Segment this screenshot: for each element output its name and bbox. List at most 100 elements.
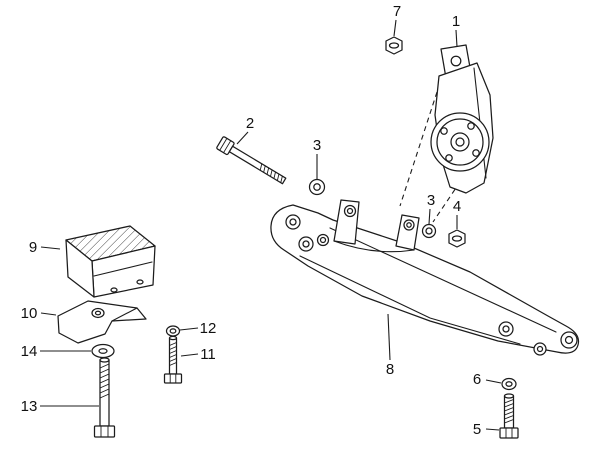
bolt-thread <box>266 167 270 175</box>
part-7-nut[interactable] <box>385 36 403 55</box>
bracket-plate-hole <box>94 310 102 316</box>
part-5-bolt[interactable] <box>499 393 519 439</box>
washer-inner <box>313 183 321 191</box>
bolt-head-facet <box>223 140 232 154</box>
mount-bolt-hole <box>467 122 475 130</box>
crossmember-hole <box>502 325 510 333</box>
bolt-thread <box>263 165 266 173</box>
leader-11 <box>180 353 199 357</box>
crossmember-hole <box>536 345 544 353</box>
bolt-thread <box>169 350 177 354</box>
part-10-bracket-plate[interactable] <box>57 300 147 344</box>
callout-1[interactable]: 1 <box>452 13 460 30</box>
mount-block-hole <box>136 279 144 285</box>
callout-5[interactable]: 5 <box>473 421 481 438</box>
part-6-washer[interactable] <box>501 377 517 391</box>
leader-lines <box>40 19 502 431</box>
nut-face <box>388 42 400 49</box>
mount-block-line <box>93 261 153 277</box>
washer-inner <box>425 227 433 235</box>
callout-10[interactable]: 10 <box>21 305 38 322</box>
leader-9 <box>40 246 61 250</box>
bolt-thread <box>99 383 110 389</box>
mount-bolt-hole <box>445 154 453 162</box>
callout-8[interactable]: 8 <box>386 361 394 378</box>
bolt-thread <box>276 173 280 182</box>
bolt-thread <box>504 411 514 416</box>
bolt-thread <box>504 415 514 420</box>
bolt-thread <box>99 378 110 384</box>
mount-ear-hole <box>450 55 462 67</box>
bolt-head <box>499 427 519 439</box>
callout-7[interactable]: 7 <box>393 3 401 20</box>
callout-9[interactable]: 9 <box>29 239 37 256</box>
bolt-head <box>93 425 116 438</box>
bolt-thread <box>259 163 263 171</box>
bolt-thread <box>504 399 514 404</box>
leader-1 <box>455 29 458 48</box>
crossmember-hole <box>302 240 310 248</box>
part-3-washer-a[interactable] <box>308 178 326 196</box>
bolt-head <box>163 373 183 384</box>
mount-bolt-hole <box>440 127 448 135</box>
leader-12 <box>179 327 199 331</box>
callout-6[interactable]: 6 <box>473 371 481 388</box>
leader-5 <box>485 428 500 431</box>
leader-2 <box>236 131 249 145</box>
part-12-washer[interactable] <box>165 325 181 337</box>
bolt-thread <box>169 358 177 362</box>
bolt-thread <box>99 393 110 399</box>
part-4-nut[interactable] <box>448 229 466 248</box>
crossmember-top-fold-line <box>329 227 557 333</box>
bolt-head-facet <box>219 137 228 151</box>
bolt-thread <box>169 362 177 366</box>
nut-face <box>451 235 463 242</box>
bolt-tip <box>503 393 515 399</box>
washer-inner <box>169 328 177 334</box>
bolt-thread <box>270 169 273 177</box>
part-13-long-bolt[interactable] <box>93 357 116 438</box>
part-8-crossmember[interactable] <box>270 199 580 356</box>
bolt-thread <box>504 419 514 424</box>
mount-block-side <box>65 239 95 298</box>
bolt-thread <box>99 373 110 379</box>
part-3-washer-b[interactable] <box>421 223 437 239</box>
part-14-washer-highlighted[interactable] <box>91 343 115 359</box>
bracket-tab-hole <box>346 207 354 215</box>
part-1-mount[interactable] <box>430 44 494 194</box>
bolt-thread <box>169 354 177 358</box>
part-2-hex-bolt[interactable] <box>216 136 287 187</box>
leader-10 <box>40 312 57 316</box>
callout-2[interactable]: 2 <box>246 115 254 132</box>
bracket-plate-fold <box>111 307 138 322</box>
callout-11[interactable]: 11 <box>200 346 216 363</box>
bolt-thread <box>99 363 110 369</box>
assembly-dashed-line <box>432 181 461 223</box>
washer-inner <box>98 348 108 354</box>
callout-14[interactable]: 14 <box>21 343 38 360</box>
washer-inner <box>505 381 513 387</box>
mount-center-hole <box>455 137 465 147</box>
crossmember-bottom-fold-line <box>299 255 521 345</box>
bracket-tab-hole <box>406 222 412 228</box>
leader-3b <box>428 208 431 225</box>
bracket-base-line <box>333 240 415 253</box>
bolt-thread <box>504 403 514 408</box>
leader-6 <box>485 379 502 384</box>
part-11-bolt[interactable] <box>163 335 183 384</box>
bolt-thread <box>99 368 110 374</box>
bolt-thread <box>504 407 514 412</box>
mount-block-hole <box>110 287 118 293</box>
callout-4[interactable]: 4 <box>453 198 461 215</box>
callout-13[interactable]: 13 <box>21 398 38 415</box>
part-9-mount-block[interactable] <box>65 225 156 298</box>
bolt-shaft <box>228 145 287 185</box>
callout-3a[interactable]: 3 <box>313 137 321 154</box>
bolt-thread <box>280 175 283 184</box>
callout-labels: 7 1 2 3 3 4 9 10 12 11 14 13 8 6 5 <box>21 3 482 438</box>
crossmember-end-hole <box>564 335 574 345</box>
callout-12[interactable]: 12 <box>200 320 217 337</box>
crossmember-hole <box>289 218 297 226</box>
leader-8 <box>387 313 391 361</box>
callout-3b[interactable]: 3 <box>427 192 435 209</box>
